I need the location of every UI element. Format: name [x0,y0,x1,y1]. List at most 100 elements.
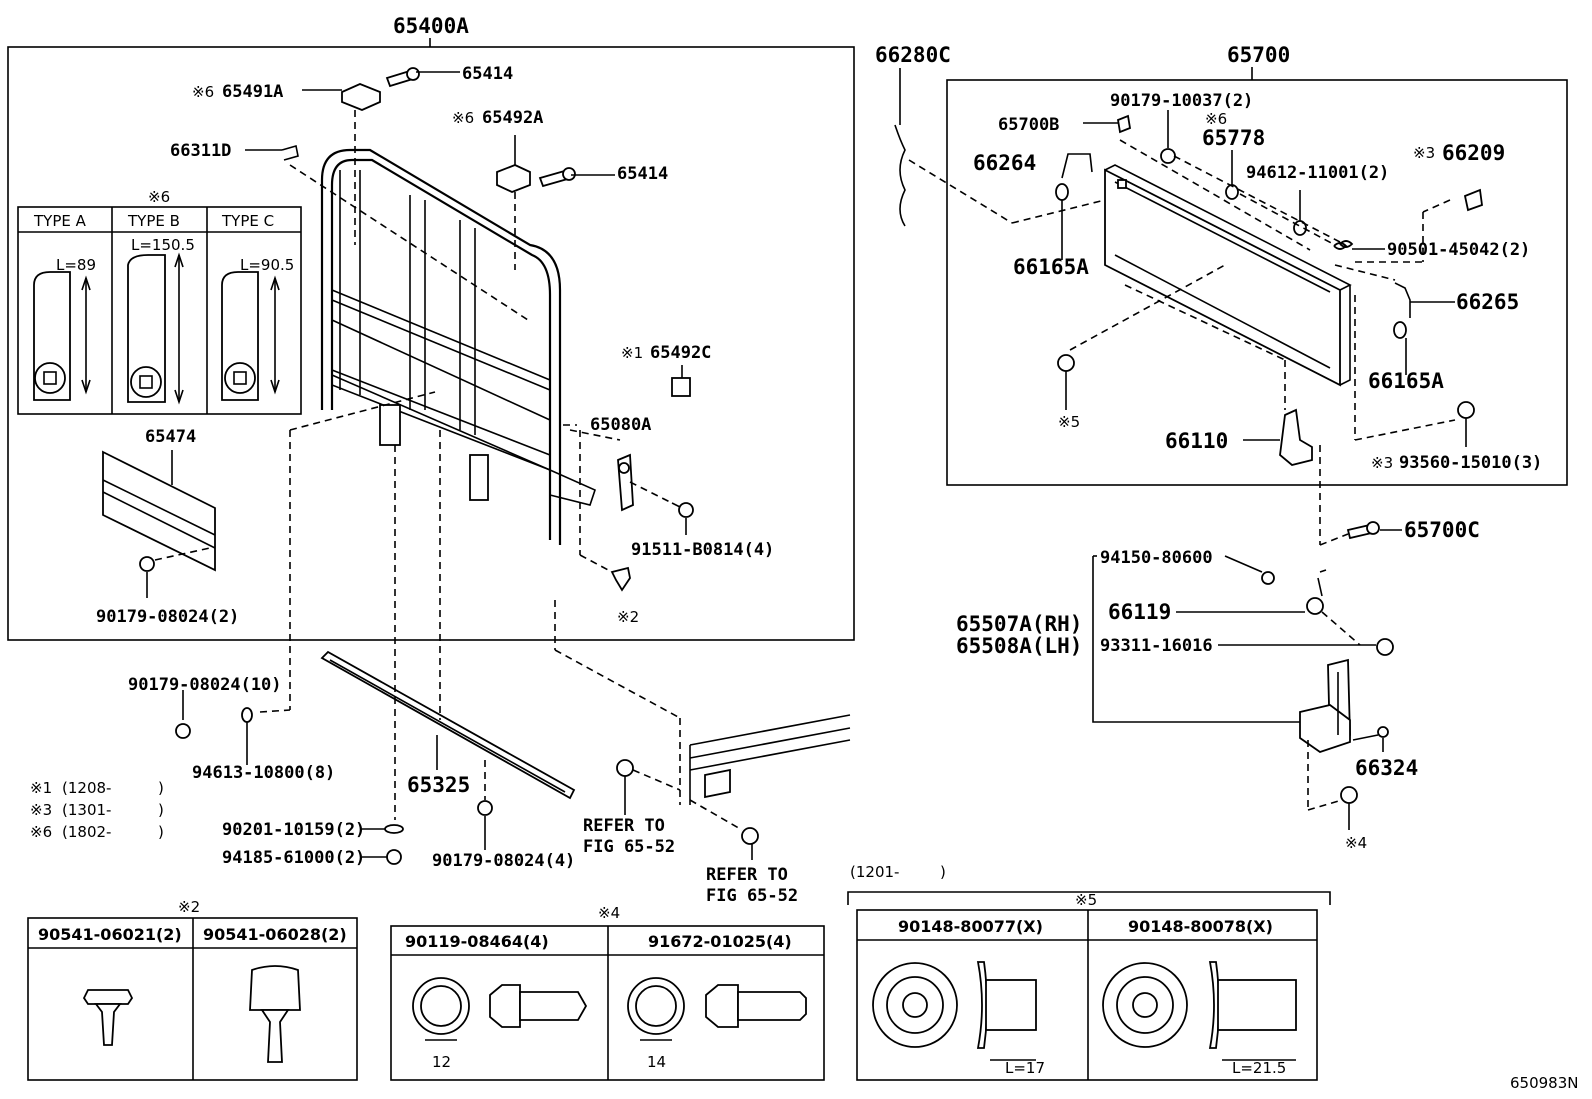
label-65414a[interactable]: 65414 [462,64,513,84]
latch-65080a-drawing [617,453,634,512]
label-90179-08024-10[interactable]: 90179-08024(10) [128,675,282,695]
bracket-65492c-drawing [671,377,691,397]
tailgate-title[interactable]: 65700 [1227,43,1290,67]
label-66110[interactable]: 66110 [1165,429,1228,453]
table-note5-header-2: 90148-80078(X) [1128,917,1273,936]
note-1-range: (1208- [62,779,111,797]
hinge-section: 94150-80600 66119 65507A(RH) 65508A(LH) … [956,518,1480,852]
label-65080a[interactable]: 65080A [590,415,651,435]
note-6-range: (1802- [62,823,111,841]
label-66209[interactable]: 66209 [1442,141,1505,165]
table-note2-header-2: 90541-06028(2) [203,925,347,944]
label-65491a[interactable]: 65491A [222,82,283,102]
note-1-mark: ※1 [30,779,52,797]
table-note5-mark: ※5 [1075,891,1097,909]
bolt-65414b-drawing [538,167,576,188]
table-note5-header-1: 90148-80077(X) [898,917,1043,936]
label-65507a[interactable]: 65507A(RH) [956,612,1082,636]
nut-90179-2-drawing [139,556,155,572]
tailgate-panel-drawing [1104,164,1352,387]
note-3-range: (1301- [62,801,111,819]
table-note4-header-1: 90119-08464(4) [405,932,549,951]
note-5-callout: ※5 [1058,413,1080,431]
refer-1-line1[interactable]: REFER TO [583,816,665,836]
label-66265[interactable]: 66265 [1456,290,1519,314]
type-b-header: TYPE B [127,212,180,230]
label-90179-10037[interactable]: 90179-10037(2) [1110,91,1253,111]
label-94150[interactable]: 94150-80600 [1100,548,1213,568]
note-65492a: ※6 [452,109,474,127]
headboard-frame-drawing [320,148,596,545]
bolt-65414a-drawing [385,67,420,88]
label-90201[interactable]: 90201-10159(2) [222,820,365,840]
tailgate-leader-lines [908,110,1467,545]
label-93560[interactable]: 93560-15010(3) [1399,453,1542,473]
cushion-note2-drawing [610,566,631,592]
table-note4-header-2: 91672-01025(4) [648,932,792,951]
label-65778[interactable]: 65778 [1202,126,1265,150]
table-note4: ※4 90119-08464(4) 91672-01025(4) 12 14 [390,904,825,1081]
table-note4-mark: ※4 [598,904,620,922]
type-c-length: L=90.5 [240,256,294,274]
refer-2-line1[interactable]: REFER TO [706,865,788,885]
type-table-note: ※6 [148,188,170,206]
label-90501[interactable]: 90501-45042(2) [1387,240,1530,260]
label-65474[interactable]: 65474 [145,427,196,447]
label-65492c[interactable]: 65492C [650,343,711,363]
table-note5-dim-1: L=17 [1005,1059,1045,1077]
label-66264[interactable]: 66264 [973,151,1036,175]
clip-66311d-drawing [281,144,299,161]
note-1-close: ) [158,779,164,797]
type-table: ※6 TYPE A TYPE B TYPE C L=89 L=150.5 L=9… [17,188,302,415]
label-65414b[interactable]: 65414 [617,164,668,184]
table-note2-header-1: 90541-06021(2) [38,925,182,944]
tailgate-frame-box [946,79,1568,486]
label-65492a[interactable]: 65492A [482,108,543,128]
label-66165a-right[interactable]: 66165A [1368,369,1444,393]
label-66165a-left[interactable]: 66165A [1013,255,1089,279]
protector-65474-drawing [102,450,216,572]
type-c-header: TYPE C [221,212,274,230]
table-note5-dim-2: L=21.5 [1232,1059,1286,1077]
bolt-91511-drawing [671,502,694,518]
refer-1-line2[interactable]: FIG 65-52 [583,837,675,857]
lower-left-area: 90179-08024(10) 94613-10800(8) 65325 902… [30,430,851,906]
note-4-callout: ※4 [1345,834,1367,852]
note-6-mark: ※6 [30,823,52,841]
label-65508a[interactable]: 65508A(LH) [956,634,1082,658]
table-note5-close: ) [940,863,946,881]
note-65492c: ※1 [621,344,643,362]
label-90179-08024-4[interactable]: 90179-08024(4) [432,851,575,871]
type-a-header: TYPE A [33,212,87,230]
label-66324[interactable]: 66324 [1355,756,1418,780]
note-66209: ※3 [1413,144,1435,162]
label-65700b[interactable]: 65700B [998,115,1059,135]
label-66119[interactable]: 66119 [1108,600,1171,624]
label-65700c[interactable]: 65700C [1404,518,1480,542]
note-6-close: ) [158,823,164,841]
note-2-callout: ※2 [617,608,639,626]
headboard-frame-box [7,46,855,641]
note-65491a: ※6 [192,83,214,101]
type-a-length: L=89 [56,256,96,274]
label-66280c[interactable]: 66280C [875,43,951,67]
label-66311d[interactable]: 66311D [170,141,231,161]
note-3-close: ) [158,801,164,819]
table-note5: (1201- ) ※5 90148-80077(X) 90148-80078(X… [847,863,1331,1081]
label-90179-08024-2[interactable]: 90179-08024(2) [96,607,239,627]
label-94612[interactable]: 94612-11001(2) [1246,163,1389,183]
table-note4-dim-1: 12 [432,1053,451,1071]
headboard-section: 65400A [7,14,855,713]
note-3-mark: ※3 [30,801,52,819]
label-65325[interactable]: 65325 [407,773,470,797]
table-note5-range: (1201- [850,863,899,881]
headboard-leader-lines [146,71,687,713]
label-93311[interactable]: 93311-16016 [1100,636,1213,656]
label-94613[interactable]: 94613-10800(8) [192,763,335,783]
label-94185[interactable]: 94185-61000(2) [222,848,365,868]
headboard-title[interactable]: 65400A [393,14,469,38]
refer-2-line2[interactable]: FIG 65-52 [706,886,798,906]
table-note2-mark: ※2 [178,898,200,916]
label-91511[interactable]: 91511-B0814(4) [631,540,774,560]
